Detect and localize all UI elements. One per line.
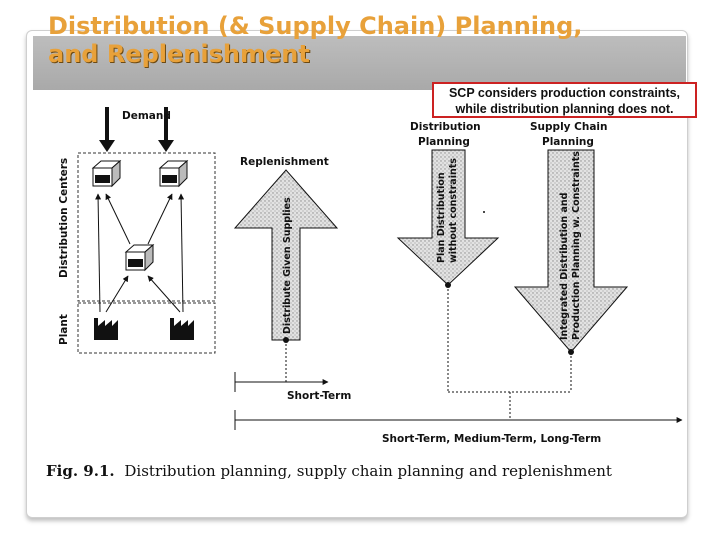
caption-text: Distribution planning, supply chain plan… <box>124 462 612 480</box>
callout-box: SCP considers production constraints, wh… <box>432 82 697 118</box>
callout-line-2: while distribution planning does not. <box>455 102 674 116</box>
distribution-dot <box>445 282 451 288</box>
plant-factory-icon-right <box>170 318 194 340</box>
demand-arrow-right <box>158 107 174 152</box>
distribution-planning-header-line-1: Distribution <box>410 121 481 133</box>
title-bar <box>33 36 686 90</box>
plant-factory-icon-left <box>94 318 118 340</box>
replenishment-arrow <box>233 169 339 341</box>
plant-panel <box>77 302 216 354</box>
plant-label: Plant <box>58 314 70 345</box>
replenishment-arrow-text: Distribute Given Supplies <box>282 197 293 334</box>
distribution-planning-header-line-2: Planning <box>418 136 470 148</box>
distribution-center-box-central <box>124 243 155 272</box>
supply-chain-planning-header-line-1: Supply Chain <box>530 121 608 133</box>
distribution-planning-arrow <box>396 149 500 286</box>
caption-figure-number: Fig. 9.1. <box>46 462 115 480</box>
flow-arrow-central-to-left <box>105 193 131 245</box>
callout-line-1: SCP considers production constraints, <box>448 86 681 100</box>
figure-caption: Fig. 9.1. Distribution planning, supply … <box>46 462 612 480</box>
supply-chain-arrow-text-line-1: Integrated Distribution and <box>559 193 570 340</box>
flow-arrow-plant-left-to-central <box>105 275 129 313</box>
flow-arrow-plant-right-to-right <box>178 193 185 313</box>
flow-arrow-plant-left-to-left <box>95 193 102 313</box>
distribution-arrow-text-line-2: without constraints <box>448 158 459 263</box>
distribution-center-box-right <box>158 159 189 188</box>
supply-chain-planning-header-line-2: Planning <box>542 136 594 148</box>
stray-dot <box>483 211 485 213</box>
short-term-label: Short-Term <box>287 390 351 402</box>
long-axis-label: Short-Term, Medium-Term, Long-Term <box>382 433 601 445</box>
distribution-centers-label: Distribution Centers <box>58 158 70 278</box>
flow-arrow-plant-right-to-central <box>147 275 181 313</box>
replenishment-label: Replenishment <box>240 156 329 168</box>
distribution-center-box-left <box>91 159 122 188</box>
demand-label: Demand <box>122 110 171 122</box>
distribution-arrow-text-line-1: Plan Distribution <box>436 172 447 263</box>
supply-chain-arrow-text-line-2: Production Planning w. Constraints <box>571 151 582 340</box>
demand-arrow-left <box>99 107 115 152</box>
title-line-2: and Replenishment <box>48 40 310 68</box>
slide-title: Distribution (& Supply Chain) Planning, … <box>48 12 582 68</box>
flow-arrow-central-to-right <box>147 193 173 245</box>
supply-chain-dot <box>568 349 574 355</box>
supply-chain-planning-arrow <box>513 149 629 353</box>
replenishment-dot <box>283 337 289 343</box>
distribution-centers-panel <box>77 152 216 302</box>
title-line-1: Distribution (& Supply Chain) Planning, <box>48 12 583 40</box>
